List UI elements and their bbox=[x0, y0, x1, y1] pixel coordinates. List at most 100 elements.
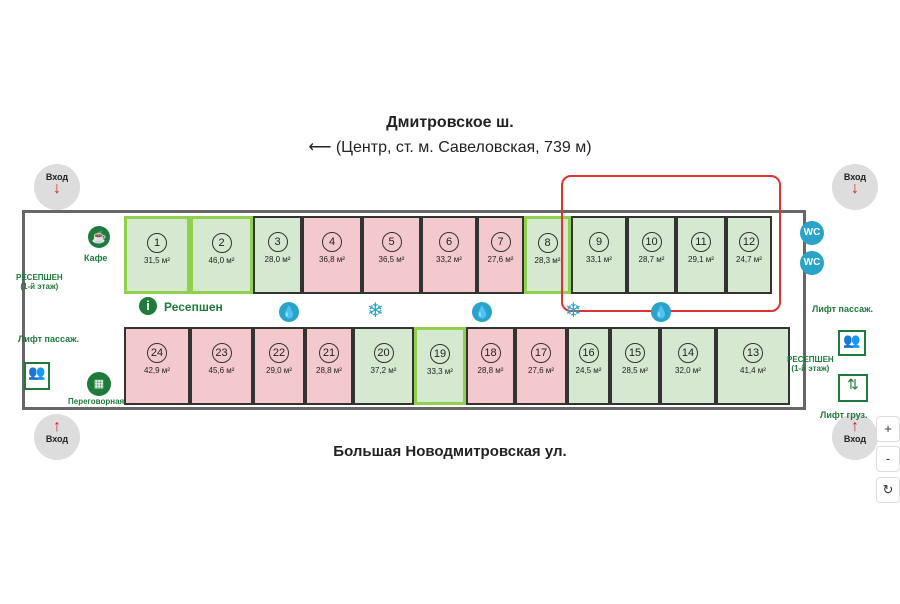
cafe-label: Кафе bbox=[84, 253, 108, 263]
passenger-lift-icon: 👥 bbox=[24, 362, 50, 390]
room-number: 3 bbox=[267, 232, 288, 252]
reception-first-floor-right: РЕСЕПШЕН (1-й этаж) bbox=[787, 355, 834, 373]
cargo-lift-icon: ⇅ bbox=[838, 374, 868, 402]
room-9[interactable]: 9 33,1 м² bbox=[571, 216, 627, 294]
entrance-label: Вход bbox=[45, 434, 69, 444]
room-number: 11 bbox=[691, 232, 711, 252]
room-area: 31,5 м² bbox=[144, 256, 170, 265]
room-area: 32,0 м² bbox=[675, 366, 701, 375]
reception-first-floor-left: РЕСЕПШЕН (1-й этаж) bbox=[16, 273, 63, 291]
room-number: 16 bbox=[578, 343, 599, 363]
room-area: 28,8 м² bbox=[316, 366, 342, 375]
room-number: 2 bbox=[211, 233, 232, 253]
water-icon: 💧 bbox=[651, 302, 671, 322]
room-number: 8 bbox=[537, 233, 558, 253]
lift-passenger-right-label: Лифт пассаж. bbox=[812, 304, 873, 314]
room-number: 13 bbox=[743, 343, 763, 363]
entrance-top-left[interactable]: Вход↓ bbox=[34, 164, 80, 210]
room-area: 41,4 м² bbox=[740, 366, 766, 375]
room-20[interactable]: 20 37,2 м² bbox=[353, 327, 414, 405]
room-11[interactable]: 11 29,1 м² bbox=[676, 216, 726, 294]
entrance-label: Вход bbox=[843, 172, 867, 182]
room-area: 37,2 м² bbox=[370, 366, 397, 375]
room-5[interactable]: 5 36,5 м² bbox=[362, 216, 421, 294]
coffee-icon: ☕ bbox=[88, 226, 110, 248]
entrance-bottom-left[interactable]: ↑Вход bbox=[34, 414, 80, 460]
room-area: 24,7 м² bbox=[736, 255, 762, 264]
room-area: 28,8 м² bbox=[477, 366, 504, 375]
room-number: 1 bbox=[147, 233, 167, 253]
room-area: 28,3 м² bbox=[534, 256, 561, 265]
water-icon: 💧 bbox=[472, 302, 492, 322]
lift-cargo-label: Лифт груз. bbox=[820, 410, 868, 420]
room-area: 36,8 м² bbox=[319, 255, 345, 264]
street-bottom-title: Большая Новодмитровская ул. bbox=[333, 443, 567, 460]
room-area: 28,7 м² bbox=[638, 255, 665, 264]
room-area: 29,1 м² bbox=[688, 255, 714, 264]
room-1[interactable]: 1 31,5 м² bbox=[124, 216, 190, 294]
room-area: 27,6 м² bbox=[528, 366, 554, 375]
wc-icon: WC bbox=[800, 251, 824, 275]
ac-snowflake-icon: ❄ bbox=[565, 300, 582, 322]
entrance-label: Вход bbox=[843, 434, 867, 444]
room-area: 28,5 м² bbox=[622, 366, 648, 375]
meeting-room-label: Переговорная bbox=[68, 397, 125, 406]
direction-subtitle: ⟵ (Центр, ст. м. Савеловская, 739 м) bbox=[0, 137, 900, 157]
room-area: 46,0 м² bbox=[208, 256, 235, 265]
room-7[interactable]: 7 27,6 м² bbox=[477, 216, 524, 294]
room-8[interactable]: 8 28,3 м² bbox=[524, 216, 571, 294]
selection-outline bbox=[561, 175, 781, 312]
passenger-lift-icon: 👥 bbox=[838, 330, 866, 356]
entrance-top-right[interactable]: Вход↓ bbox=[832, 164, 878, 210]
zoom-out-button[interactable]: - bbox=[876, 446, 900, 472]
room-number: 12 bbox=[739, 232, 759, 252]
water-icon: 💧 bbox=[279, 302, 299, 322]
room-area: 33,1 м² bbox=[586, 255, 612, 264]
arrow-left-icon: ⟵ bbox=[308, 139, 332, 156]
room-area: 36,5 м² bbox=[378, 255, 405, 264]
room-3[interactable]: 3 28,0 м² bbox=[253, 216, 302, 294]
room-number: 20 bbox=[373, 343, 394, 363]
room-area: 27,6 м² bbox=[487, 255, 514, 264]
room-10[interactable]: 10 28,7 м² bbox=[627, 216, 676, 294]
room-15[interactable]: 15 28,5 м² bbox=[610, 327, 660, 405]
room-number: 10 bbox=[641, 232, 662, 252]
room-21[interactable]: 21 28,8 м² bbox=[305, 327, 353, 405]
reset-view-button[interactable]: ↻ bbox=[876, 477, 900, 503]
room-area: 33,3 м² bbox=[427, 367, 453, 376]
arrow-up-icon: ↑ bbox=[53, 418, 61, 435]
room-number: 19 bbox=[430, 344, 450, 364]
arrow-up-icon: ↑ bbox=[851, 418, 859, 435]
room-12[interactable]: 12 24,7 м² bbox=[726, 216, 772, 294]
room-number: 4 bbox=[322, 232, 342, 252]
room-area: 28,0 м² bbox=[264, 255, 291, 264]
zoom-in-button[interactable]: + bbox=[876, 416, 900, 442]
room-number: 15 bbox=[625, 343, 645, 363]
room-13[interactable]: 13 41,4 м² bbox=[716, 327, 790, 405]
room-number: 6 bbox=[439, 232, 459, 252]
room-19[interactable]: 19 33,3 м² bbox=[414, 327, 466, 405]
room-number: 21 bbox=[319, 343, 339, 363]
room-23[interactable]: 23 45,6 м² bbox=[190, 327, 253, 405]
room-number: 9 bbox=[589, 232, 609, 252]
meeting-room-icon: ▦ bbox=[87, 372, 111, 396]
wc-icon: WC bbox=[800, 221, 824, 245]
room-number: 23 bbox=[211, 343, 232, 363]
room-4[interactable]: 4 36,8 м² bbox=[302, 216, 362, 294]
room-number: 7 bbox=[490, 232, 511, 252]
room-2[interactable]: 2 46,0 м² bbox=[190, 216, 253, 294]
street-top-title: Дмитровское ш. bbox=[386, 114, 514, 131]
arrow-down-icon: ↓ bbox=[851, 180, 859, 197]
lift-passenger-left-label: Лифт пассаж. bbox=[18, 334, 79, 344]
entrance-bottom-right[interactable]: ↑Вход bbox=[832, 414, 878, 460]
room-area: 45,6 м² bbox=[208, 366, 235, 375]
room-number: 5 bbox=[381, 232, 402, 252]
direction-text: (Центр, ст. м. Савеловская, 739 м) bbox=[335, 139, 592, 156]
